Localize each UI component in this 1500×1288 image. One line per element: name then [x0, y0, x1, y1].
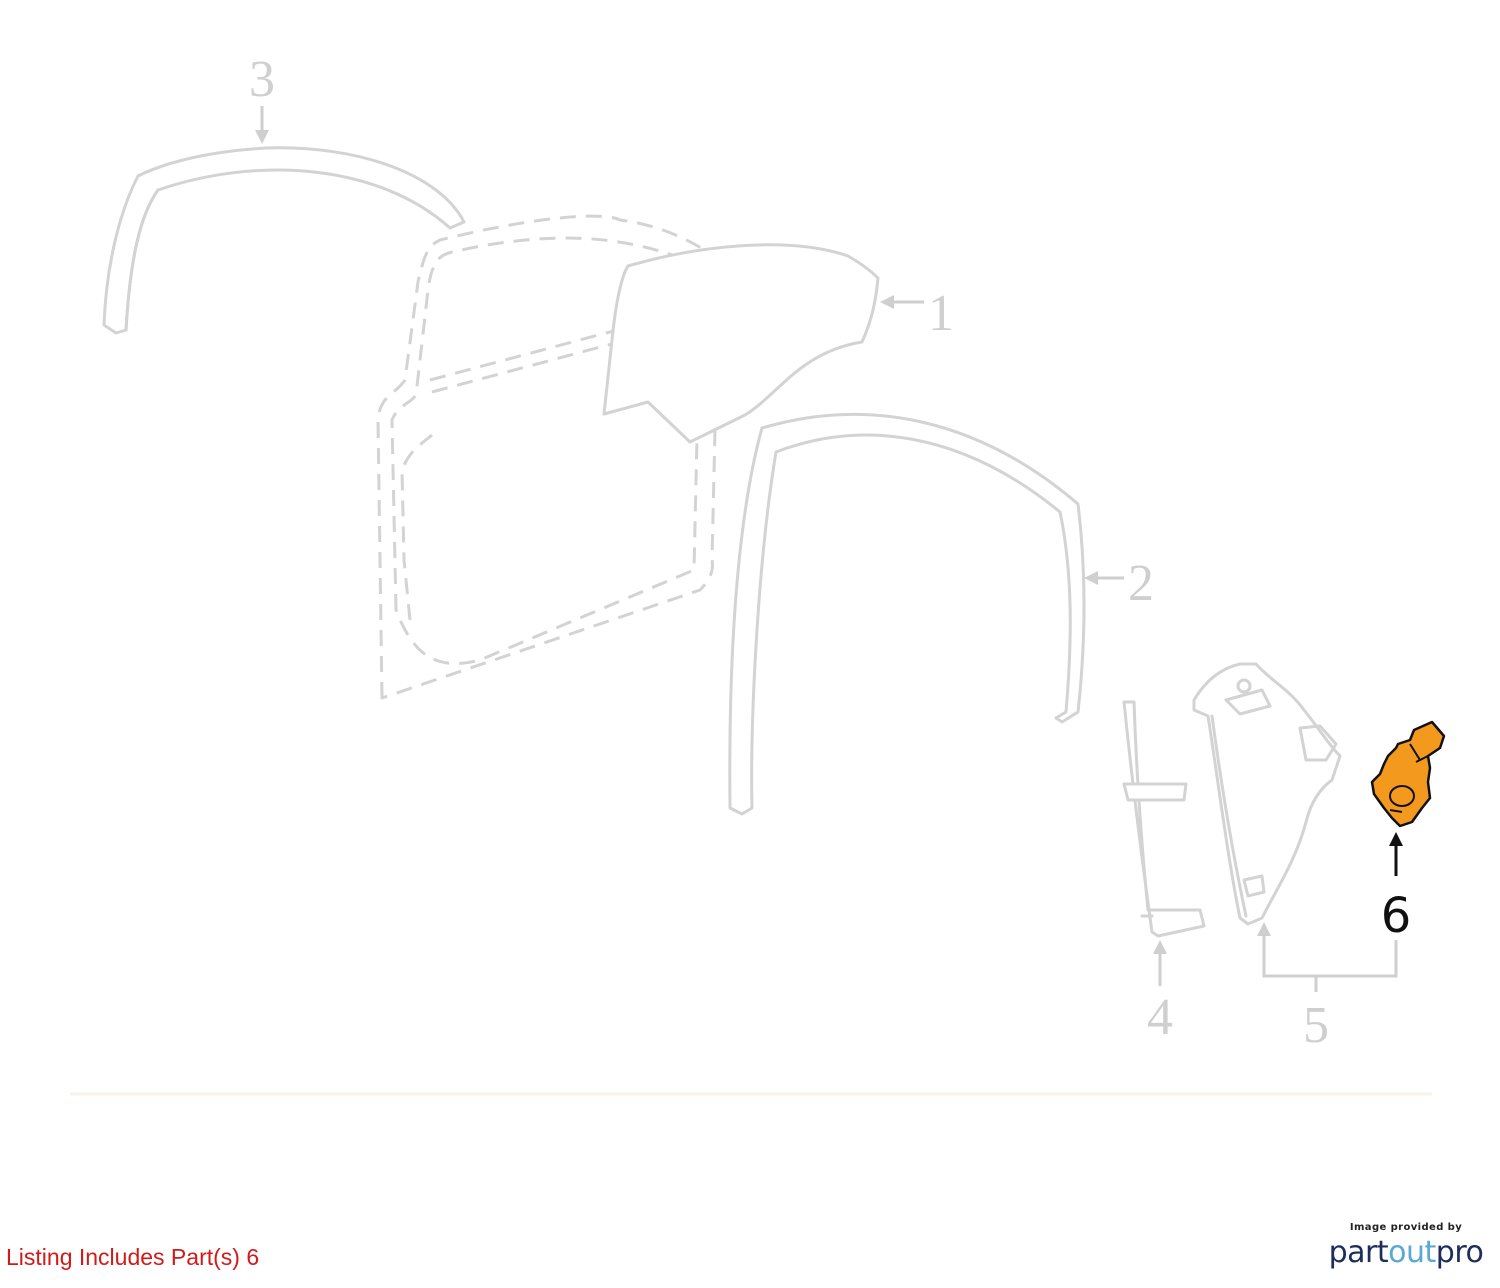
- part-2-run-channel: [728, 412, 1086, 816]
- logo-out-text: out: [1388, 1235, 1436, 1270]
- callout-6-label: 6: [1381, 888, 1412, 944]
- logo-part-text: part: [1328, 1235, 1389, 1270]
- callout-6: 6: [1381, 832, 1412, 944]
- callout-5: 5: [1257, 922, 1398, 1054]
- image-credit: Image provided by partoutpro: [1322, 1222, 1490, 1273]
- part-4-guide-channel: [1122, 700, 1206, 938]
- callout-2: 2: [1084, 555, 1154, 612]
- listing-note: Listing Includes Part(s) 6: [6, 1244, 260, 1270]
- partoutpro-logo: partoutpro: [1322, 1233, 1490, 1273]
- logo-pro-text: pro: [1435, 1235, 1484, 1270]
- credit-caption: Image provided by: [1349, 1222, 1463, 1233]
- callout-1: 1: [880, 285, 954, 342]
- callout-1-label: 1: [928, 285, 954, 342]
- callout-3-label: 3: [249, 51, 275, 108]
- part-6-window-motor: [1370, 720, 1446, 828]
- callout-4-label: 4: [1147, 989, 1173, 1046]
- part-3-run-channel: [102, 146, 466, 335]
- callout-5-label: 5: [1303, 997, 1329, 1054]
- callout-4: 4: [1147, 940, 1173, 1046]
- part-5-regulator: [1192, 662, 1342, 926]
- door-frame-outline: [376, 214, 723, 700]
- callout-2-label: 2: [1128, 555, 1154, 612]
- callout-3: 3: [249, 51, 275, 144]
- part-1-door-glass: [602, 243, 880, 444]
